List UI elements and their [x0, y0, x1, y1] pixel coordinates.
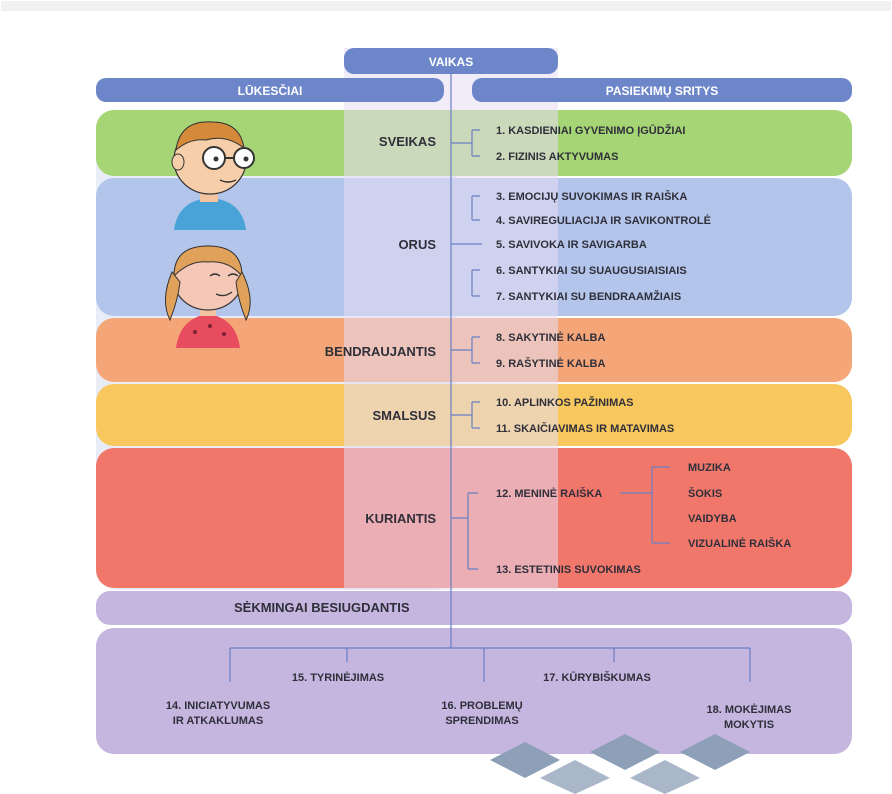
- item-6: 6. SANTYKIAI SU SUAUGUSIAISIAIS: [496, 265, 687, 277]
- boy-shirt-icon: [174, 198, 246, 230]
- item-7: 7. SANTYKIAI SU BENDRAAMŽIAIS: [496, 290, 681, 303]
- item-3: 3. EMOCIJŲ SUVOKIMAS IR RAIŠKA: [496, 190, 687, 203]
- item-10: 10. APLINKOS PAŽINIMAS: [496, 396, 634, 409]
- section-label-orus: ORUS: [398, 237, 436, 252]
- diamond-icon: [490, 742, 560, 778]
- item-12: 12. MENINĖ RAIŠKA: [496, 487, 602, 500]
- subitem-sokis: ŠOKIS: [688, 487, 722, 500]
- diamond-icon: [540, 760, 610, 794]
- subitem-muzika: MUZIKA: [688, 462, 731, 474]
- bottom-item-16-line1: 16. PROBLEMŲ: [441, 700, 522, 712]
- header-left-bar: [96, 78, 444, 102]
- bracket-kuriantis: [451, 492, 478, 570]
- bracket-smalsus: [451, 401, 480, 429]
- section-label-smalsus: SMALSUS: [372, 408, 436, 423]
- boy-illustration: [171, 121, 255, 230]
- section-label-bendraujantis: BENDRAUJANTIS: [325, 344, 437, 359]
- decorative-diamonds: [490, 734, 750, 794]
- item-1: 1. KASDIENIAI GYVENIMO ĮGŪDŽIAI: [496, 124, 685, 137]
- bracket-bendraujantis: [451, 336, 480, 364]
- band-bottom-competences: [96, 628, 852, 754]
- bottom-item-16-line2: SPRENDIMAS: [445, 715, 518, 727]
- bracket-menine-raiska: [620, 466, 670, 544]
- item-5: 5. SAVIVOKA IR SAVIGARBA: [496, 239, 647, 251]
- girl-dress-icon: [176, 314, 240, 348]
- header-left: LŪKESČIAI: [238, 83, 303, 98]
- diamond-icon: [680, 734, 750, 770]
- band-sekmingai: [96, 591, 852, 625]
- bottom-item-14-line1: 14. INICIATYVUMAS: [166, 700, 270, 712]
- diamond-icon: [590, 734, 660, 770]
- bracket-sveikas: [451, 129, 480, 157]
- section-label-kuriantis: KURIANTIS: [365, 511, 436, 526]
- girl-illustration: [165, 245, 251, 348]
- top-title: VAIKAS: [429, 55, 473, 69]
- bottom-tree: [229, 647, 751, 682]
- connector-lines: [229, 129, 751, 682]
- item-11: 11. SKAIČIAVIMAS IR MATAVIMAS: [496, 422, 674, 435]
- subitem-vaidyba: VAIDYBA: [688, 513, 737, 525]
- diamond-icon: [630, 760, 700, 794]
- header-right: PASIEKIMŲ SRITYS: [606, 84, 718, 98]
- item-8: 8. SAKYTINĖ KALBA: [496, 331, 605, 344]
- top-title-tab: [344, 48, 558, 74]
- section-label-sekmingai: SĖKMINGAI BESIUGDANTIS: [234, 600, 410, 615]
- girl-pigtail-left-icon: [165, 271, 181, 322]
- bottom-item-18-line1: 18. MOKĖJIMAS: [707, 703, 792, 716]
- bracket-orus: [451, 195, 482, 297]
- bottom-item-15: 15. TYRINĖJIMAS: [292, 671, 384, 684]
- top-shadow: [1, 1, 891, 11]
- bottom-item-14-line2: IR ATKAKLUMAS: [173, 715, 263, 727]
- item-9: 9. RAŠYTINĖ KALBA: [496, 357, 605, 370]
- item-13: 13. ESTETINIS SUVOKIMAS: [496, 564, 641, 576]
- item-4: 4. SAVIREGULIACIJA IR SAVIKONTROLĖ: [496, 214, 711, 227]
- bottom-item-18-line2: MOKYTIS: [724, 719, 774, 731]
- girl-pigtail-right-icon: [235, 270, 251, 322]
- section-label-sveikas: SVEIKAS: [379, 134, 436, 149]
- header-right-bar: [472, 78, 852, 102]
- subitem-vizualine-raiska: VIZUALINĖ RAIŠKA: [688, 537, 791, 550]
- bottom-item-17: 17. KŪRYBIŠKUMAS: [543, 671, 651, 684]
- item-2: 2. FIZINIS AKTYVUMAS: [496, 151, 618, 163]
